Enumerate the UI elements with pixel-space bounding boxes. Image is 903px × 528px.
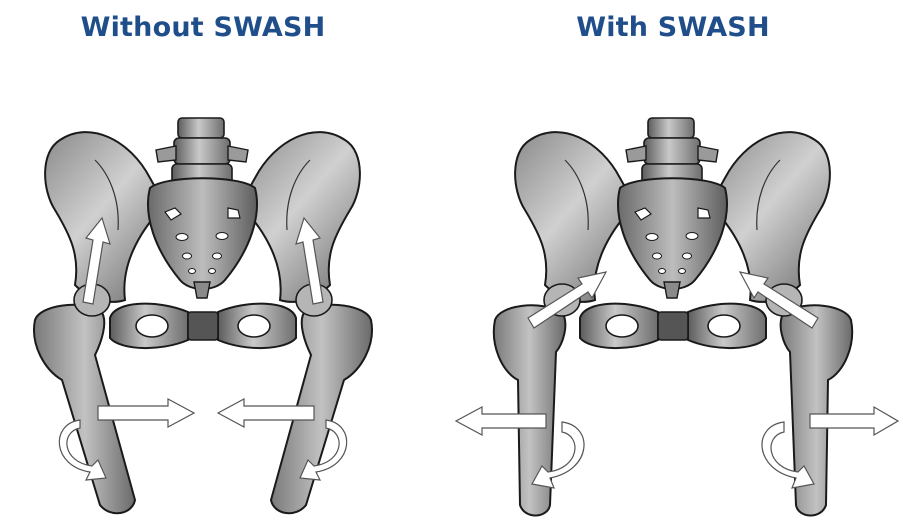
pelvis-illustration: [515, 118, 830, 348]
right-panel: [456, 118, 898, 516]
left-panel: [34, 118, 372, 513]
femur-bone-right: [781, 305, 853, 515]
femur-bone-left: [494, 305, 566, 515]
